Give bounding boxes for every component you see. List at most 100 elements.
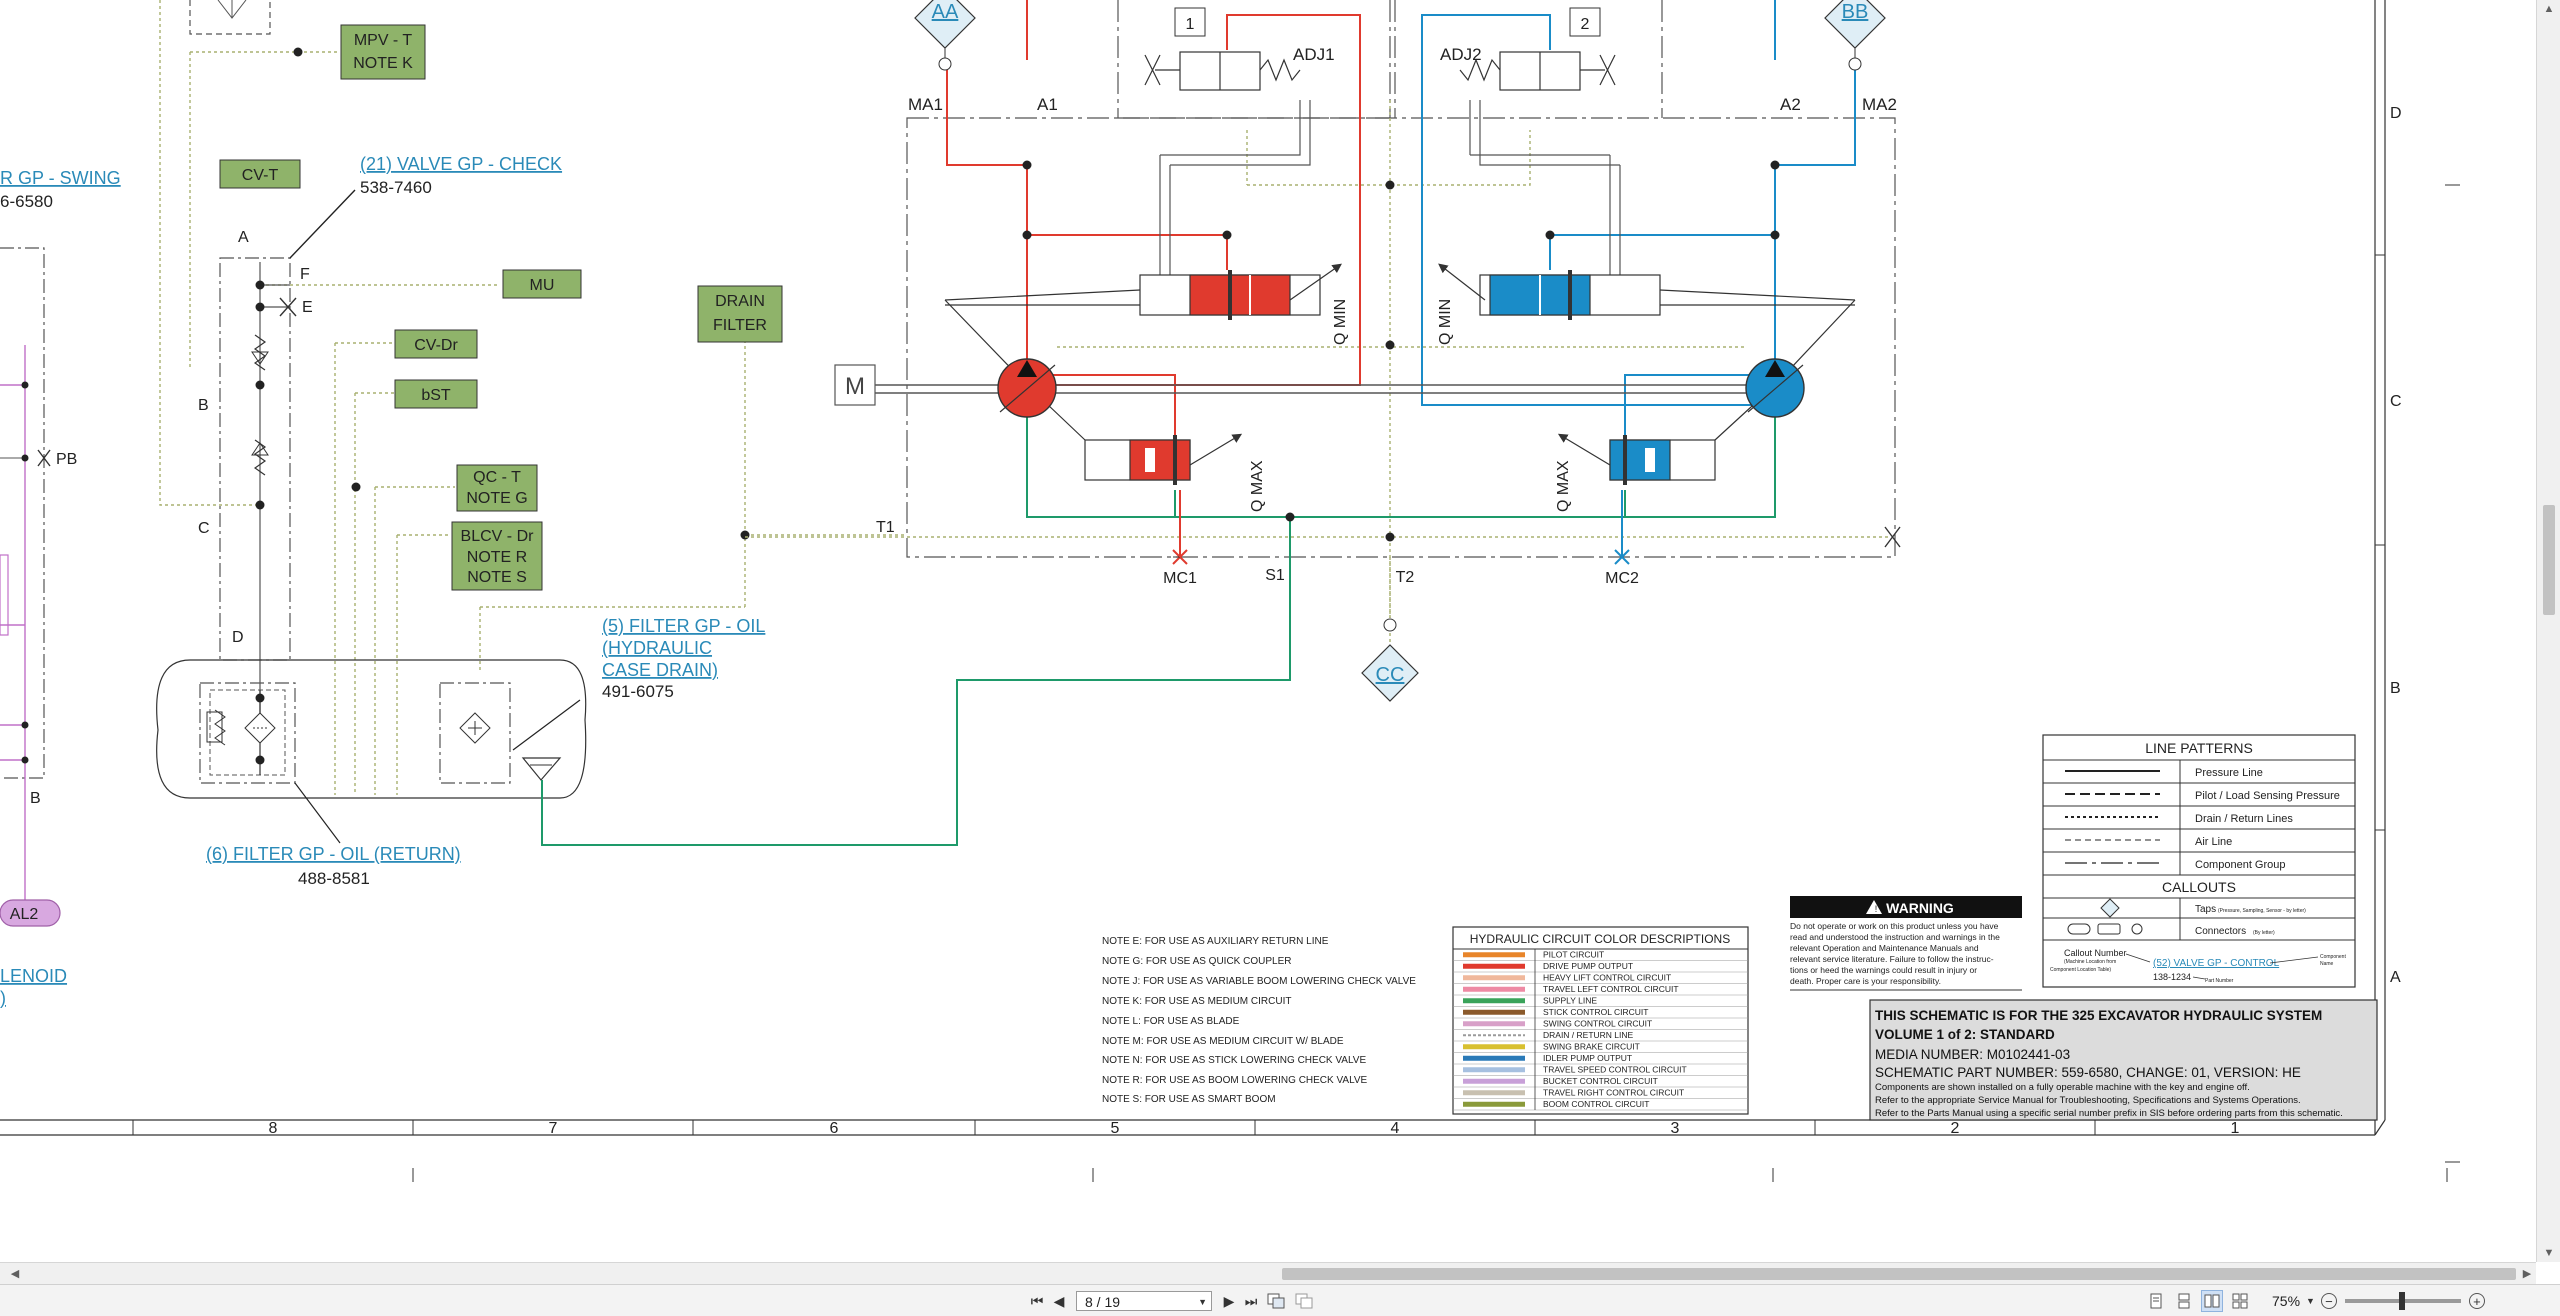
two-page-view-icon[interactable] <box>2201 1289 2223 1312</box>
note-e: NOTE E: FOR USE AS AUXILIARY RETURN LINE <box>1102 936 1329 947</box>
case-drain-filter-link-2[interactable]: (HYDRAULIC <box>602 638 712 658</box>
port-b: B <box>198 397 209 414</box>
regulator-1-number: 1 <box>1186 16 1195 33</box>
case-drain-filter-link-1[interactable]: (5) FILTER GP - OIL <box>602 616 765 636</box>
column-6: 6 <box>830 1120 839 1137</box>
color-row-label: HEAVY LIFT CONTROL CIRCUIT <box>1543 973 1671 983</box>
note-r: NOTE R: FOR USE AS BOOM LOWERING CHECK V… <box>1102 1075 1368 1086</box>
label-cv-dr: CV-Dr <box>414 337 458 354</box>
case-drain-filter-link-3[interactable]: CASE DRAIN) <box>602 660 718 680</box>
color-row-label: STICK CONTROL CIRCUIT <box>1543 1007 1648 1017</box>
note-l: NOTE L: FOR USE AS BLADE <box>1102 1016 1240 1027</box>
legend-callout-link[interactable]: (52) VALVE GP - CONTROL <box>2153 958 2280 969</box>
column-5: 5 <box>1111 1120 1120 1137</box>
legend-part-number: Part Number <box>2205 978 2234 984</box>
notes-block: NOTE E: FOR USE AS AUXILIARY RETURN LINE… <box>1102 936 1416 1105</box>
page-number-value: 8 / 19 <box>1085 1293 1121 1310</box>
column-7: 7 <box>549 1120 558 1137</box>
tap-bb[interactable]: BB <box>1842 1 1869 23</box>
color-row-label: PILOT CIRCUIT <box>1543 950 1604 960</box>
return-filter-part: 488-8581 <box>298 869 370 888</box>
legend-taps-note: (Pressure, Sampling, Sensor - by letter) <box>2218 908 2306 914</box>
color-row-label: DRAIN / RETURN LINE <box>1543 1030 1634 1040</box>
scroll-up-icon[interactable]: ▲ <box>2543 3 2555 15</box>
color-table-title: HYDRAULIC CIRCUIT COLOR DESCRIPTIONS <box>1470 932 1730 946</box>
column-8: 8 <box>269 1120 278 1137</box>
zoom-level[interactable]: 75% <box>2272 1292 2301 1309</box>
q-min-right: Q MIN <box>1437 299 1454 345</box>
zoom-out-icon[interactable]: − <box>2320 1292 2337 1309</box>
title-line-2: VOLUME 1 of 2: STANDARD <box>1875 1027 2055 1042</box>
document-viewport[interactable]: 8 7 6 5 4 3 2 1 D C B A PB B AL2 LENOID … <box>0 0 2536 1262</box>
last-page-icon[interactable]: ⏭ <box>1244 1292 1258 1309</box>
label-note-r: NOTE R <box>467 549 527 566</box>
scroll-right-icon[interactable]: ▶ <box>2522 1268 2532 1280</box>
zone-d: D <box>2390 105 2402 122</box>
color-row-label: SWING CONTROL CIRCUIT <box>1543 1019 1652 1029</box>
warning-line: read and understood the instruction and … <box>1790 932 2000 942</box>
note-j: NOTE J: FOR USE AS VARIABLE BOOM LOWERIN… <box>1102 976 1416 987</box>
port-a: A <box>238 229 249 246</box>
two-page-continuous-view-icon[interactable] <box>2229 1290 2251 1312</box>
label-cv-t: CV-T <box>242 167 279 184</box>
page-dropdown-icon[interactable]: ▼ <box>1198 1296 1207 1307</box>
fit-view-icon[interactable] <box>1293 1290 1315 1312</box>
check-valve-part: 538-7460 <box>360 178 432 197</box>
tap-cc[interactable]: CC <box>1376 664 1405 686</box>
zoom-slider-thumb[interactable] <box>2398 1291 2405 1310</box>
column-4: 4 <box>1391 1120 1400 1137</box>
port-t2: T2 <box>1396 569 1415 586</box>
label-bst: bST <box>421 387 451 404</box>
warning-line: tions or heed the warnings could result … <box>1790 965 1977 975</box>
title-block: THIS SCHEMATIC IS FOR THE 325 EXCAVATOR … <box>1869 999 2378 1121</box>
tap-aa[interactable]: AA <box>932 1 959 23</box>
color-row-label: BUCKET CONTROL CIRCUIT <box>1543 1076 1658 1086</box>
note-n: NOTE N: FOR USE AS STICK LOWERING CHECK … <box>1102 1055 1366 1066</box>
vertical-scroll-thumb[interactable] <box>2543 505 2555 615</box>
zoom-dropdown-icon[interactable]: ▼ <box>2306 1295 2315 1306</box>
label-filter: FILTER <box>713 317 767 334</box>
legend-component-name: Component <box>2320 954 2346 960</box>
previous-page-icon[interactable]: ◀ <box>1053 1292 1065 1309</box>
check-valve-link[interactable]: (21) VALVE GP - CHECK <box>360 154 562 174</box>
legend-component-name-2: Name <box>2320 961 2334 967</box>
single-page-view-icon[interactable] <box>2145 1290 2167 1312</box>
next-page-icon[interactable]: ▶ <box>1223 1292 1235 1309</box>
horizontal-scrollbar[interactable]: ◀ ▶ <box>0 1262 2536 1285</box>
port-e: E <box>302 299 313 316</box>
zone-b: B <box>2390 680 2401 697</box>
label-note-g: NOTE G <box>466 490 527 507</box>
horizontal-scroll-thumb[interactable] <box>1282 1268 2516 1280</box>
first-page-icon[interactable]: ⏮ <box>1030 1292 1044 1309</box>
zone-a: A <box>2390 969 2401 986</box>
title-note-1: Components are shown installed on a full… <box>1875 1082 2250 1093</box>
scroll-left-icon[interactable]: ◀ <box>10 1268 20 1280</box>
port-s1: S1 <box>1265 567 1285 584</box>
solenoid-link[interactable]: LENOID <box>0 966 67 986</box>
al2-connector: AL2 <box>10 906 39 923</box>
page-number-input[interactable]: 8 / 19 ▼ <box>1076 1290 1212 1311</box>
legend-pilot: Pilot / Load Sensing Pressure <box>2195 790 2340 802</box>
label-blcv-dr: BLCV - Dr <box>461 528 535 545</box>
zoom-slider[interactable] <box>2344 1291 2461 1310</box>
copy-view-icon[interactable] <box>1265 1290 1287 1312</box>
adj1-label: ADJ1 <box>1293 45 1335 64</box>
legend-taps: Taps <box>2195 904 2216 915</box>
solenoid-link-paren[interactable]: ) <box>0 988 6 1008</box>
q-max-right: Q MAX <box>1555 460 1572 512</box>
note-s: NOTE S: FOR USE AS SMART BOOM <box>1102 1094 1276 1105</box>
continuous-view-icon[interactable] <box>2173 1290 2195 1312</box>
port-pb: PB <box>56 451 77 468</box>
case-drain-filter-part: 491-6075 <box>602 682 674 701</box>
vertical-scrollbar[interactable]: ▲ ▼ <box>2536 0 2560 1262</box>
warning-line: relevant Operation and Maintenance Manua… <box>1790 943 1979 953</box>
column-1: 1 <box>2231 1120 2240 1137</box>
legend-callout-component: Component Location Table) <box>2050 967 2111 973</box>
color-row-label: IDLER PUMP OUTPUT <box>1543 1053 1632 1063</box>
return-filter-link[interactable]: (6) FILTER GP - OIL (RETURN) <box>206 844 461 864</box>
title-part-number: SCHEMATIC PART NUMBER: 559-6580, CHANGE:… <box>1875 1065 2301 1080</box>
zoom-in-icon[interactable]: + <box>2468 1292 2485 1309</box>
scroll-down-icon[interactable]: ▼ <box>2543 1247 2555 1259</box>
swing-valve-link[interactable]: R GP - SWING <box>0 168 121 188</box>
zone-c: C <box>2390 393 2402 410</box>
